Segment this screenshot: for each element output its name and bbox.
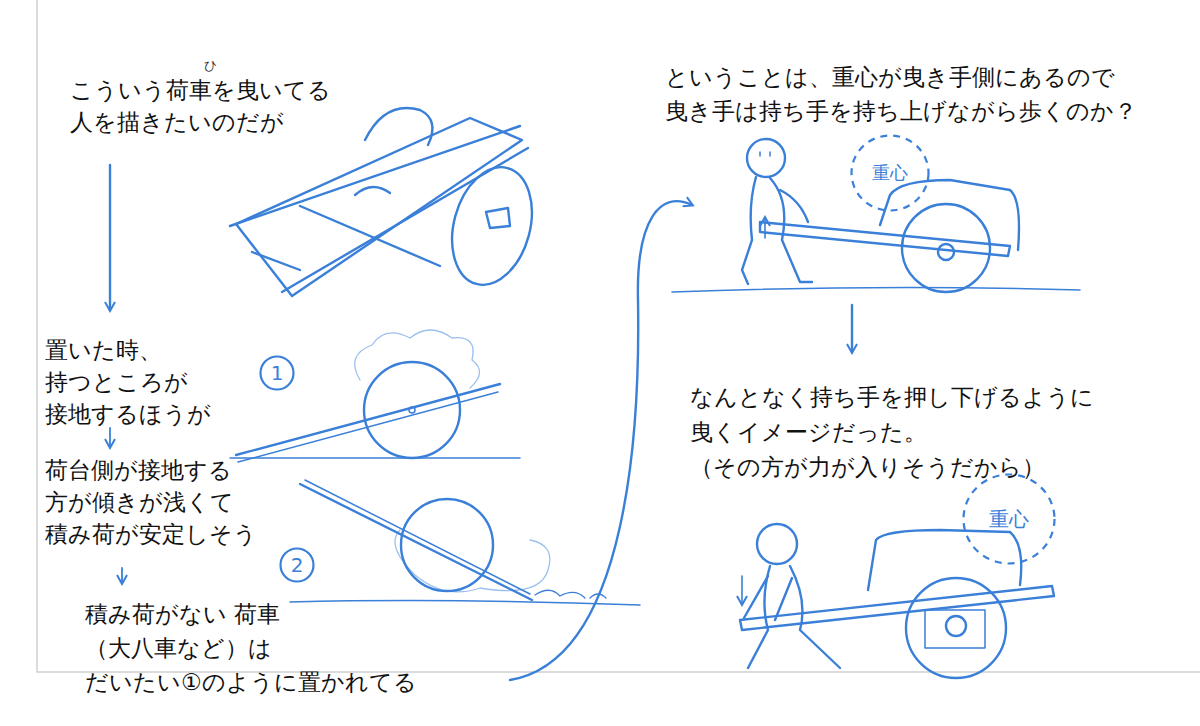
dust-sketch bbox=[535, 590, 606, 598]
person-body bbox=[742, 177, 812, 284]
note-text: なんとなく持ち手を押し下げるように 曳くイメージだった。 （その方が力が入りそう… bbox=[690, 380, 1095, 485]
callout-number: 1 bbox=[259, 355, 295, 391]
center-of-gravity-circle: 重心 bbox=[962, 473, 1056, 565]
cart-wheel-back bbox=[365, 108, 433, 145]
wheel-hub bbox=[938, 244, 954, 260]
callout-number: 2 bbox=[279, 547, 315, 583]
callout-number: 1 bbox=[259, 355, 295, 391]
cart-bed bbox=[236, 118, 522, 296]
cart-handle bbox=[760, 222, 1010, 256]
flow-arrow bbox=[851, 305, 853, 352]
person-head bbox=[747, 139, 785, 177]
ground-line bbox=[230, 457, 520, 459]
center-of-gravity-circle: 重心 bbox=[850, 134, 930, 212]
page-frame bbox=[37, 0, 1200, 672]
note-text: ということは、重心が曳き手側にあるので 曳き手は持ち手を持ち上げながら歩くのか？ bbox=[665, 60, 1139, 128]
cart-handle bbox=[236, 384, 500, 455]
note-text: 積み荷がない 荷車（大八車など）は だいたい①のように置かれてる bbox=[85, 597, 421, 699]
person-face bbox=[760, 152, 770, 156]
ground-line bbox=[672, 287, 1080, 292]
person-arm bbox=[744, 576, 792, 620]
cart-handle bbox=[238, 392, 498, 462]
cart-wheel bbox=[902, 204, 990, 292]
cart-handle bbox=[305, 480, 530, 594]
cart-axle bbox=[355, 187, 390, 195]
wheel-hub bbox=[946, 616, 966, 636]
cart-body bbox=[868, 530, 1021, 590]
cart-wheel bbox=[401, 499, 493, 591]
ground-line bbox=[290, 601, 640, 605]
force-arrow bbox=[741, 576, 743, 604]
gravity-label: 重心 bbox=[850, 134, 930, 212]
wheel-spokes bbox=[925, 610, 985, 648]
cart-rail bbox=[230, 126, 520, 226]
flow-arrow bbox=[109, 428, 111, 447]
cart-wheel bbox=[364, 362, 460, 458]
note-text: 置いた時、 持つところが 接地するほうが bbox=[45, 334, 220, 430]
ruby-reading: ひ bbox=[204, 58, 224, 74]
force-arrow bbox=[764, 218, 766, 238]
cart-slat bbox=[252, 206, 440, 270]
note-text: 荷台側が接地する 方が傾きが浅くて 積み荷が安定しそう bbox=[45, 454, 241, 550]
gravity-label: 重心 bbox=[962, 473, 1056, 565]
flow-arrow bbox=[510, 201, 692, 680]
cart-wheel bbox=[906, 578, 1006, 678]
wheel-hub bbox=[486, 208, 510, 228]
person-arm bbox=[780, 190, 808, 222]
cart-wheel bbox=[440, 158, 544, 294]
cart-body bbox=[880, 180, 1019, 250]
load-sketch bbox=[355, 330, 480, 388]
flow-arrow bbox=[109, 165, 111, 310]
callout-number: 2 bbox=[279, 547, 315, 583]
person-head bbox=[757, 524, 797, 564]
cart-handle bbox=[300, 484, 532, 600]
note-text: こういう荷車を曳いてる 人を描きたいのだが bbox=[70, 74, 335, 138]
flow-arrow bbox=[121, 568, 123, 583]
